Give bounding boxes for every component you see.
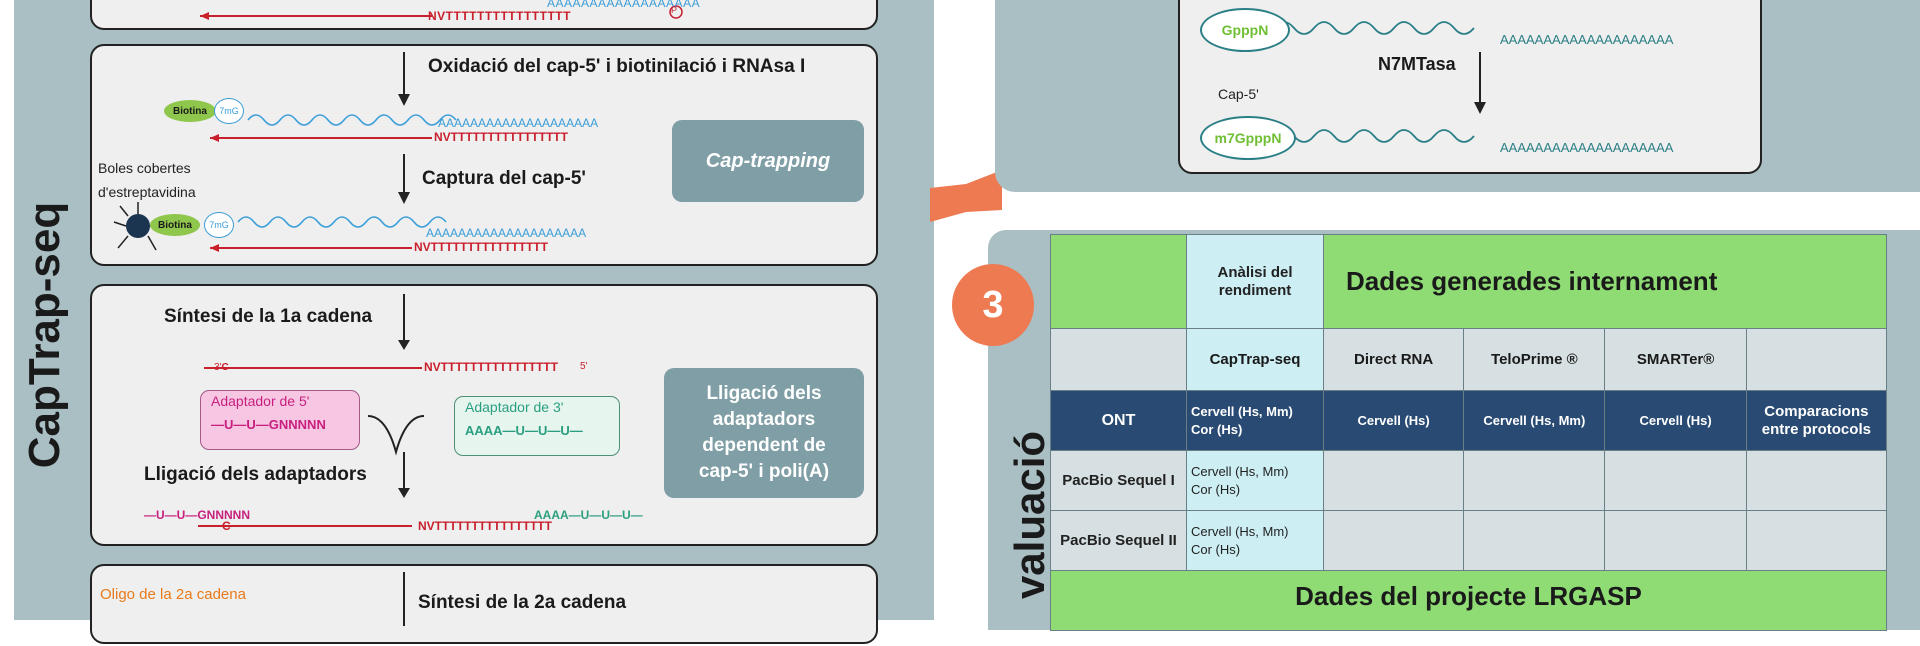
table-cell [1745, 510, 1888, 571]
step-second-strand-label: Síntesi de la 2a cadena [418, 592, 627, 613]
lrgasp-header: Dades del projecte LRGASP [1050, 570, 1887, 631]
ligated-5-adapter: —U—U—GNNNNN [144, 508, 250, 522]
table-header-blank [1050, 234, 1187, 329]
row-ont-captrap: Cervell (Hs, Mm) Cor (Hs) [1186, 390, 1324, 451]
step-adapter-ligation-label: Lligació dels adaptadors [144, 464, 367, 485]
internal-data-header: Dades generades internament [1323, 234, 1887, 329]
adapter3-box: Adaptador de 3' AAAA—U—U—U— [454, 396, 620, 456]
step-card-rt: AAAAAAAAAAAAAAAAAA NVTTTTTTTTTTTTTTTT P [90, 0, 878, 30]
row-pacbio2-label: PacBio Sequel II [1050, 510, 1187, 571]
polyA-seq: AAAAAAAAAAAAAAAAAAAA [426, 226, 587, 240]
table-cell [1050, 328, 1187, 391]
step-card-ligation: Síntesi de la 1a cadena 3'C NVTTTTTTTTTT… [90, 284, 878, 546]
row-pacbio1-captrap: Cervell (Hs, Mm) Cor (Hs) [1186, 450, 1324, 511]
n7mtase-label: N7MTasa [1378, 54, 1456, 74]
polyA-seq: AAAAAAAAAAAAAAAAAA [547, 0, 701, 10]
row-ont-smarter: Cervell (Hs) [1604, 390, 1747, 451]
oligo-dt-seq: NVTTTTTTTTTTTTTTTT [418, 519, 552, 533]
table-cell [1463, 450, 1606, 511]
phosphate-label: P [671, 5, 678, 15]
column-smarter: SMARTer® [1604, 328, 1747, 391]
table-cell [1745, 328, 1888, 391]
row-ont-teloprime: Cervell (Hs, Mm) [1463, 390, 1606, 451]
table-cell [1604, 510, 1747, 571]
captrap-side-title: CapTrap-seq [20, 201, 69, 469]
step-first-strand-label: Síntesi de la 1a cadena [164, 306, 373, 327]
cap-trapping-tag: Cap-trapping [672, 120, 864, 202]
table-cell [1322, 450, 1465, 511]
step-capture-label: Captura del cap-5' [422, 168, 586, 189]
evaluation-table: Anàlisi del rendiment Dades generades in… [1050, 234, 1888, 631]
cap-7mg-icon: 7mG [204, 212, 234, 238]
oligo-second-strand-label: Oligo de la 2a cadena [100, 586, 246, 603]
ligated-3-adapter: AAAA—U—U—U— [534, 508, 643, 522]
ligation-tag: Lligació dels adaptadors dependent de ca… [664, 368, 864, 498]
methylation-card: GpppN AAAAAAAAAAAAAAAAAAAA N7MTasa Cap-5… [1178, 0, 1762, 174]
table-cell [1604, 450, 1747, 511]
prime5-label: 5' [580, 361, 588, 372]
panel-connector [930, 170, 1002, 222]
table-cell [1463, 510, 1606, 571]
column-direct-rna: Direct RNA [1322, 328, 1465, 391]
polyA-seq: AAAAAAAAAAAAAAAAAAAA [1500, 32, 1674, 47]
table-cell [1745, 450, 1888, 511]
performance-header: Anàlisi del rendiment [1186, 234, 1324, 329]
column-teloprime: TeloPrime ® [1463, 328, 1606, 391]
ligated-c: C [222, 519, 231, 533]
row-ont-comparison: Comparacions entre protocols [1745, 390, 1888, 451]
cap5-label: Cap-5' [1218, 86, 1259, 102]
step-card-second-strand: Oligo de la 2a cadena Síntesi de la 2a c… [90, 564, 878, 644]
beads-label: Boles cobertes d'estreptavidina [98, 160, 196, 200]
biotin-badge: Biotina [164, 100, 216, 122]
prime3-label: 3'C [214, 362, 229, 373]
cap-7mg-icon: 7mG [214, 98, 244, 124]
row-pacbio1-label: PacBio Sequel I [1050, 450, 1187, 511]
oligo-dt-seq: NVTTTTTTTTTTTTTTTT [428, 9, 571, 23]
step-3-badge: 3 [952, 264, 1034, 346]
oligo-dt-seq: NVTTTTTTTTTTTTTTTT [434, 130, 568, 144]
row-pacbio2-captrap: Cervell (Hs, Mm) Cor (Hs) [1186, 510, 1324, 571]
row-ont-direct: Cervell (Hs) [1322, 390, 1465, 451]
column-captrap: CapTrap-seq [1186, 328, 1324, 391]
row-ont-label: ONT [1050, 390, 1187, 451]
oligo-dt-seq: NVTTTTTTTTTTTTTTTT [424, 360, 558, 374]
step-oxidation-label: Oxidació del cap-5' i biotinilació i RNA… [428, 56, 806, 77]
polyA-seq: AAAAAAAAAAAAAAAAAAAA [1500, 140, 1674, 155]
biotin-badge: Biotina [150, 214, 200, 236]
oligo-dt-seq: NVTTTTTTTTTTTTTTTT [414, 240, 548, 254]
step-card-captrapping: Oxidació del cap-5' i biotinilació i RNA… [90, 44, 878, 266]
ligation-diagram [198, 294, 425, 527]
m7gpppn-badge: m7GpppN [1200, 116, 1296, 160]
gpppn-badge: GpppN [1200, 8, 1290, 52]
adapter5-box: Adaptador de 5' —U—U—GNNNNN [200, 390, 360, 450]
polyA-seq: AAAAAAAAAAAAAAAAAAAA [438, 116, 599, 130]
table-cell [1322, 510, 1465, 571]
